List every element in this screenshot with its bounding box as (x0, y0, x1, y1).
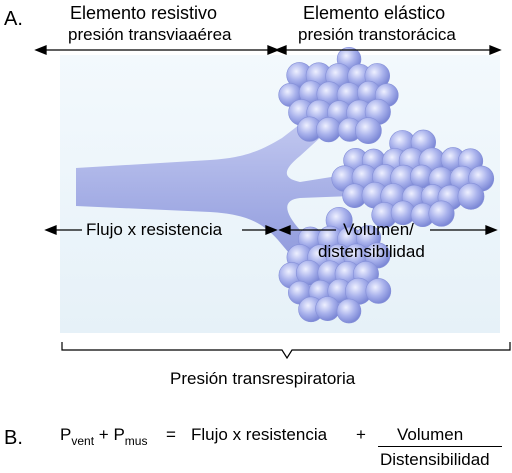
volume-distensibility-arrow (278, 225, 498, 235)
alveoli-cluster-bottom (278, 206, 392, 324)
fraction-bar (378, 446, 502, 447)
plus-sign-2: + (356, 425, 366, 444)
alveolus (354, 117, 382, 145)
alveoli-cluster-top (278, 46, 399, 145)
plus-sign: + (98, 425, 109, 444)
transrespiratory-bracket (61, 342, 511, 360)
p-symbol-2: P (113, 425, 125, 444)
equals-sign: = (166, 425, 176, 444)
alveolus (315, 117, 342, 143)
transairway-pressure-label: presión transviaaérea (68, 25, 232, 44)
distensibility-label: distensibilidad (318, 242, 425, 261)
panel-a-label: A. (4, 8, 23, 30)
alveoli-cluster-middle (331, 129, 495, 229)
fraction-denominator: Distensibilidad (380, 450, 490, 469)
alveolus (428, 200, 455, 227)
alveolus (315, 296, 341, 321)
fraction-numerator: Volumen (397, 425, 464, 444)
p-symbol: P (60, 425, 72, 444)
elastic-element-arrow (274, 45, 502, 55)
flow-resistance-arrow (44, 225, 278, 235)
flow-resistance-term: Flujo x resistencia (191, 425, 328, 444)
transrespiratory-pressure-label: Presión transrespiratoria (170, 369, 356, 388)
volume-label: Volumen/ (343, 220, 414, 239)
equation-left-side: Pvent + Pmus (60, 425, 148, 448)
elastic-element-title: Elemento elástico (303, 3, 446, 23)
alveolus (457, 182, 485, 210)
alveolus (365, 278, 392, 304)
alveolus (336, 298, 362, 324)
mus-subscript: mus (124, 434, 148, 448)
alveolus (364, 242, 391, 269)
flow-resistance-label: Flujo x resistencia (86, 220, 223, 239)
vent-subscript: vent (71, 434, 95, 448)
resistive-element-title: Elemento resistivo (70, 3, 218, 23)
panel-b-label: B. (4, 427, 23, 449)
resistive-element-arrow (34, 45, 280, 55)
transthoracic-pressure-label: presión transtorácica (298, 25, 456, 44)
